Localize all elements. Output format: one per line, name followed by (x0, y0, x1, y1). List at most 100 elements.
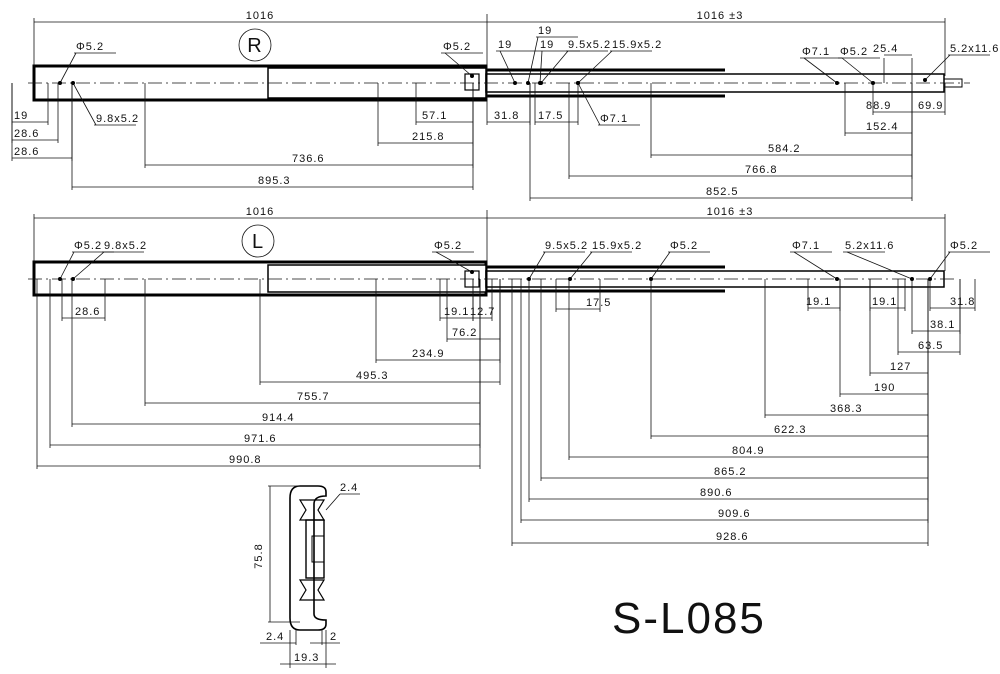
mounting-hole-icon (835, 81, 839, 85)
dimension-d914-4: 914.4 (262, 412, 295, 424)
leader-slot-52x116: 5.2x11.6 (845, 240, 894, 252)
leader-slot-left: 9.8x5.2 (96, 113, 139, 125)
leader-slot-left-line (72, 82, 97, 126)
dimension-d28-6: 28.6 (75, 306, 100, 318)
dimension-d928-6: 928.6 (716, 531, 749, 543)
leader-hole-71: Φ7.1 (802, 46, 830, 58)
mounting-hole-icon (649, 277, 653, 281)
leader-hole-mid-line (435, 251, 473, 273)
dimension-d76-2: 76.2 (452, 327, 477, 339)
leader-hole-71-line (803, 57, 838, 84)
dimension-d895-3: 895.3 (258, 175, 291, 187)
leader-hole-mid: Φ5.2 (443, 41, 471, 53)
mounting-hole-icon (871, 81, 875, 85)
leader-hole-left-line (59, 251, 75, 280)
mounting-hole-icon (835, 277, 839, 281)
model-title: S-L085 (612, 594, 766, 643)
dimension-d766-8: 766.8 (745, 164, 778, 176)
right-badge-circle (238, 28, 272, 62)
dimension-d890-6: 890.6 (700, 487, 733, 499)
dimension-d31-8: 31.8 (950, 296, 975, 308)
right-badge: R (247, 35, 262, 57)
leader-hole-mid: Φ5.2 (434, 240, 462, 252)
mounting-hole-icon (58, 277, 62, 281)
dimension-d19a: 19 (14, 110, 28, 122)
leader-hole-71-line (793, 251, 838, 280)
leader-slot-159: 15.9x5.2 (592, 240, 642, 252)
profile-left-gap: 2.4 (266, 631, 284, 643)
leader-hole-52b-line (650, 251, 671, 280)
mounting-hole-icon (539, 81, 543, 85)
leader-slot-52x116-line (846, 251, 913, 280)
profile-width: 19.3 (294, 652, 319, 664)
dimension-d127: 127 (890, 361, 911, 373)
dimension-d25-4: 25.4 (873, 43, 898, 55)
dimension-d215-8: 215.8 (412, 131, 445, 143)
mounting-hole-icon (526, 81, 530, 85)
mounting-hole-icon (71, 81, 75, 85)
profile-right-gap: 2 (330, 631, 337, 643)
profile-thickness: 2.4 (340, 482, 358, 494)
dimension-d12-7: 12.7 (470, 306, 495, 318)
leader-hole-71: Φ7.1 (792, 240, 820, 252)
mounting-hole-icon (923, 78, 927, 82)
dimension-d19-1c: 19.1 (872, 296, 897, 308)
dimension-d234-9: 234.9 (412, 348, 445, 360)
dimension-d190: 190 (874, 382, 895, 394)
leader-d19-top-line (527, 36, 539, 84)
leader-slot-95-line (528, 251, 546, 280)
dimension-d19-1b: 19.1 (806, 296, 831, 308)
leader-slot-95: 9.5x5.2 (568, 39, 611, 51)
dimension-d17-5: 17.5 (586, 297, 611, 309)
dimension-d152-4: 152.4 (866, 121, 899, 133)
overall-length-left: 1016 (246, 10, 274, 22)
cross-section-profile: 75.8 2.4 2.4 2 19.3 (253, 482, 360, 668)
mounting-hole-icon (71, 277, 75, 281)
leader-d19-b: 19 (498, 39, 512, 51)
leader-hole-end-line (929, 251, 951, 280)
dimension-d852-5: 852.5 (706, 186, 739, 198)
dimension-d990-8: 990.8 (229, 454, 262, 466)
dimension-d804-9: 804.9 (732, 445, 765, 457)
dimension-d38-1: 38.1 (930, 319, 955, 331)
leader-d19-c-line (539, 50, 543, 84)
dimension-d31-8: 31.8 (494, 110, 519, 122)
profile-height: 75.8 (253, 543, 265, 568)
dimension-d368-3: 368.3 (830, 403, 863, 415)
leader-hole-end: Φ5.2 (950, 240, 978, 252)
dimension-d88-9: 88.9 (866, 100, 891, 112)
leader-hole-71-low-line (577, 82, 601, 126)
mounting-hole-icon (470, 270, 474, 274)
dimension-d736-6: 736.6 (292, 153, 325, 165)
leader-slot-95-line (540, 50, 569, 84)
leader-hole-52b: Φ5.2 (670, 240, 698, 252)
dimension-d755-7: 755.7 (297, 391, 330, 403)
middle-rail-section (267, 264, 487, 293)
leader-d19-top: 19 (538, 25, 552, 37)
leader-slot-159: 15.9x5.2 (612, 39, 662, 51)
dimension-d622-3: 622.3 (774, 424, 807, 436)
leader-hole-71-low: Φ7.1 (600, 113, 628, 125)
overall-length-right: 1016 ±3 (697, 10, 744, 22)
mounting-hole-icon (470, 74, 474, 78)
mounting-hole-icon (513, 81, 517, 85)
leader-d19-c: 19 (540, 39, 554, 51)
dimension-d865-2: 865.2 (714, 466, 747, 478)
overall-length-right: 1016 ±3 (707, 206, 754, 218)
leader-slot-52x116-line (924, 54, 951, 81)
leader-hole-left: Φ5.2 (74, 240, 102, 252)
leader-hole-left: Φ5.2 (76, 41, 104, 53)
overall-length-left: 1016 (246, 206, 274, 218)
mounting-hole-icon (576, 81, 580, 85)
leader-hole-52-line (841, 57, 874, 84)
dimension-d63-5: 63.5 (918, 340, 943, 352)
left-badge: L (252, 231, 264, 253)
mounting-hole-icon (58, 81, 62, 85)
right-slide-view: R 1016 1016 ±3 (28, 10, 970, 102)
dimension-d909-6: 909.6 (718, 508, 751, 520)
leader-slot-159-line (577, 50, 613, 84)
leader-slot-159-line (569, 251, 593, 280)
leader-slot-95: 9.5x5.2 (545, 240, 588, 252)
